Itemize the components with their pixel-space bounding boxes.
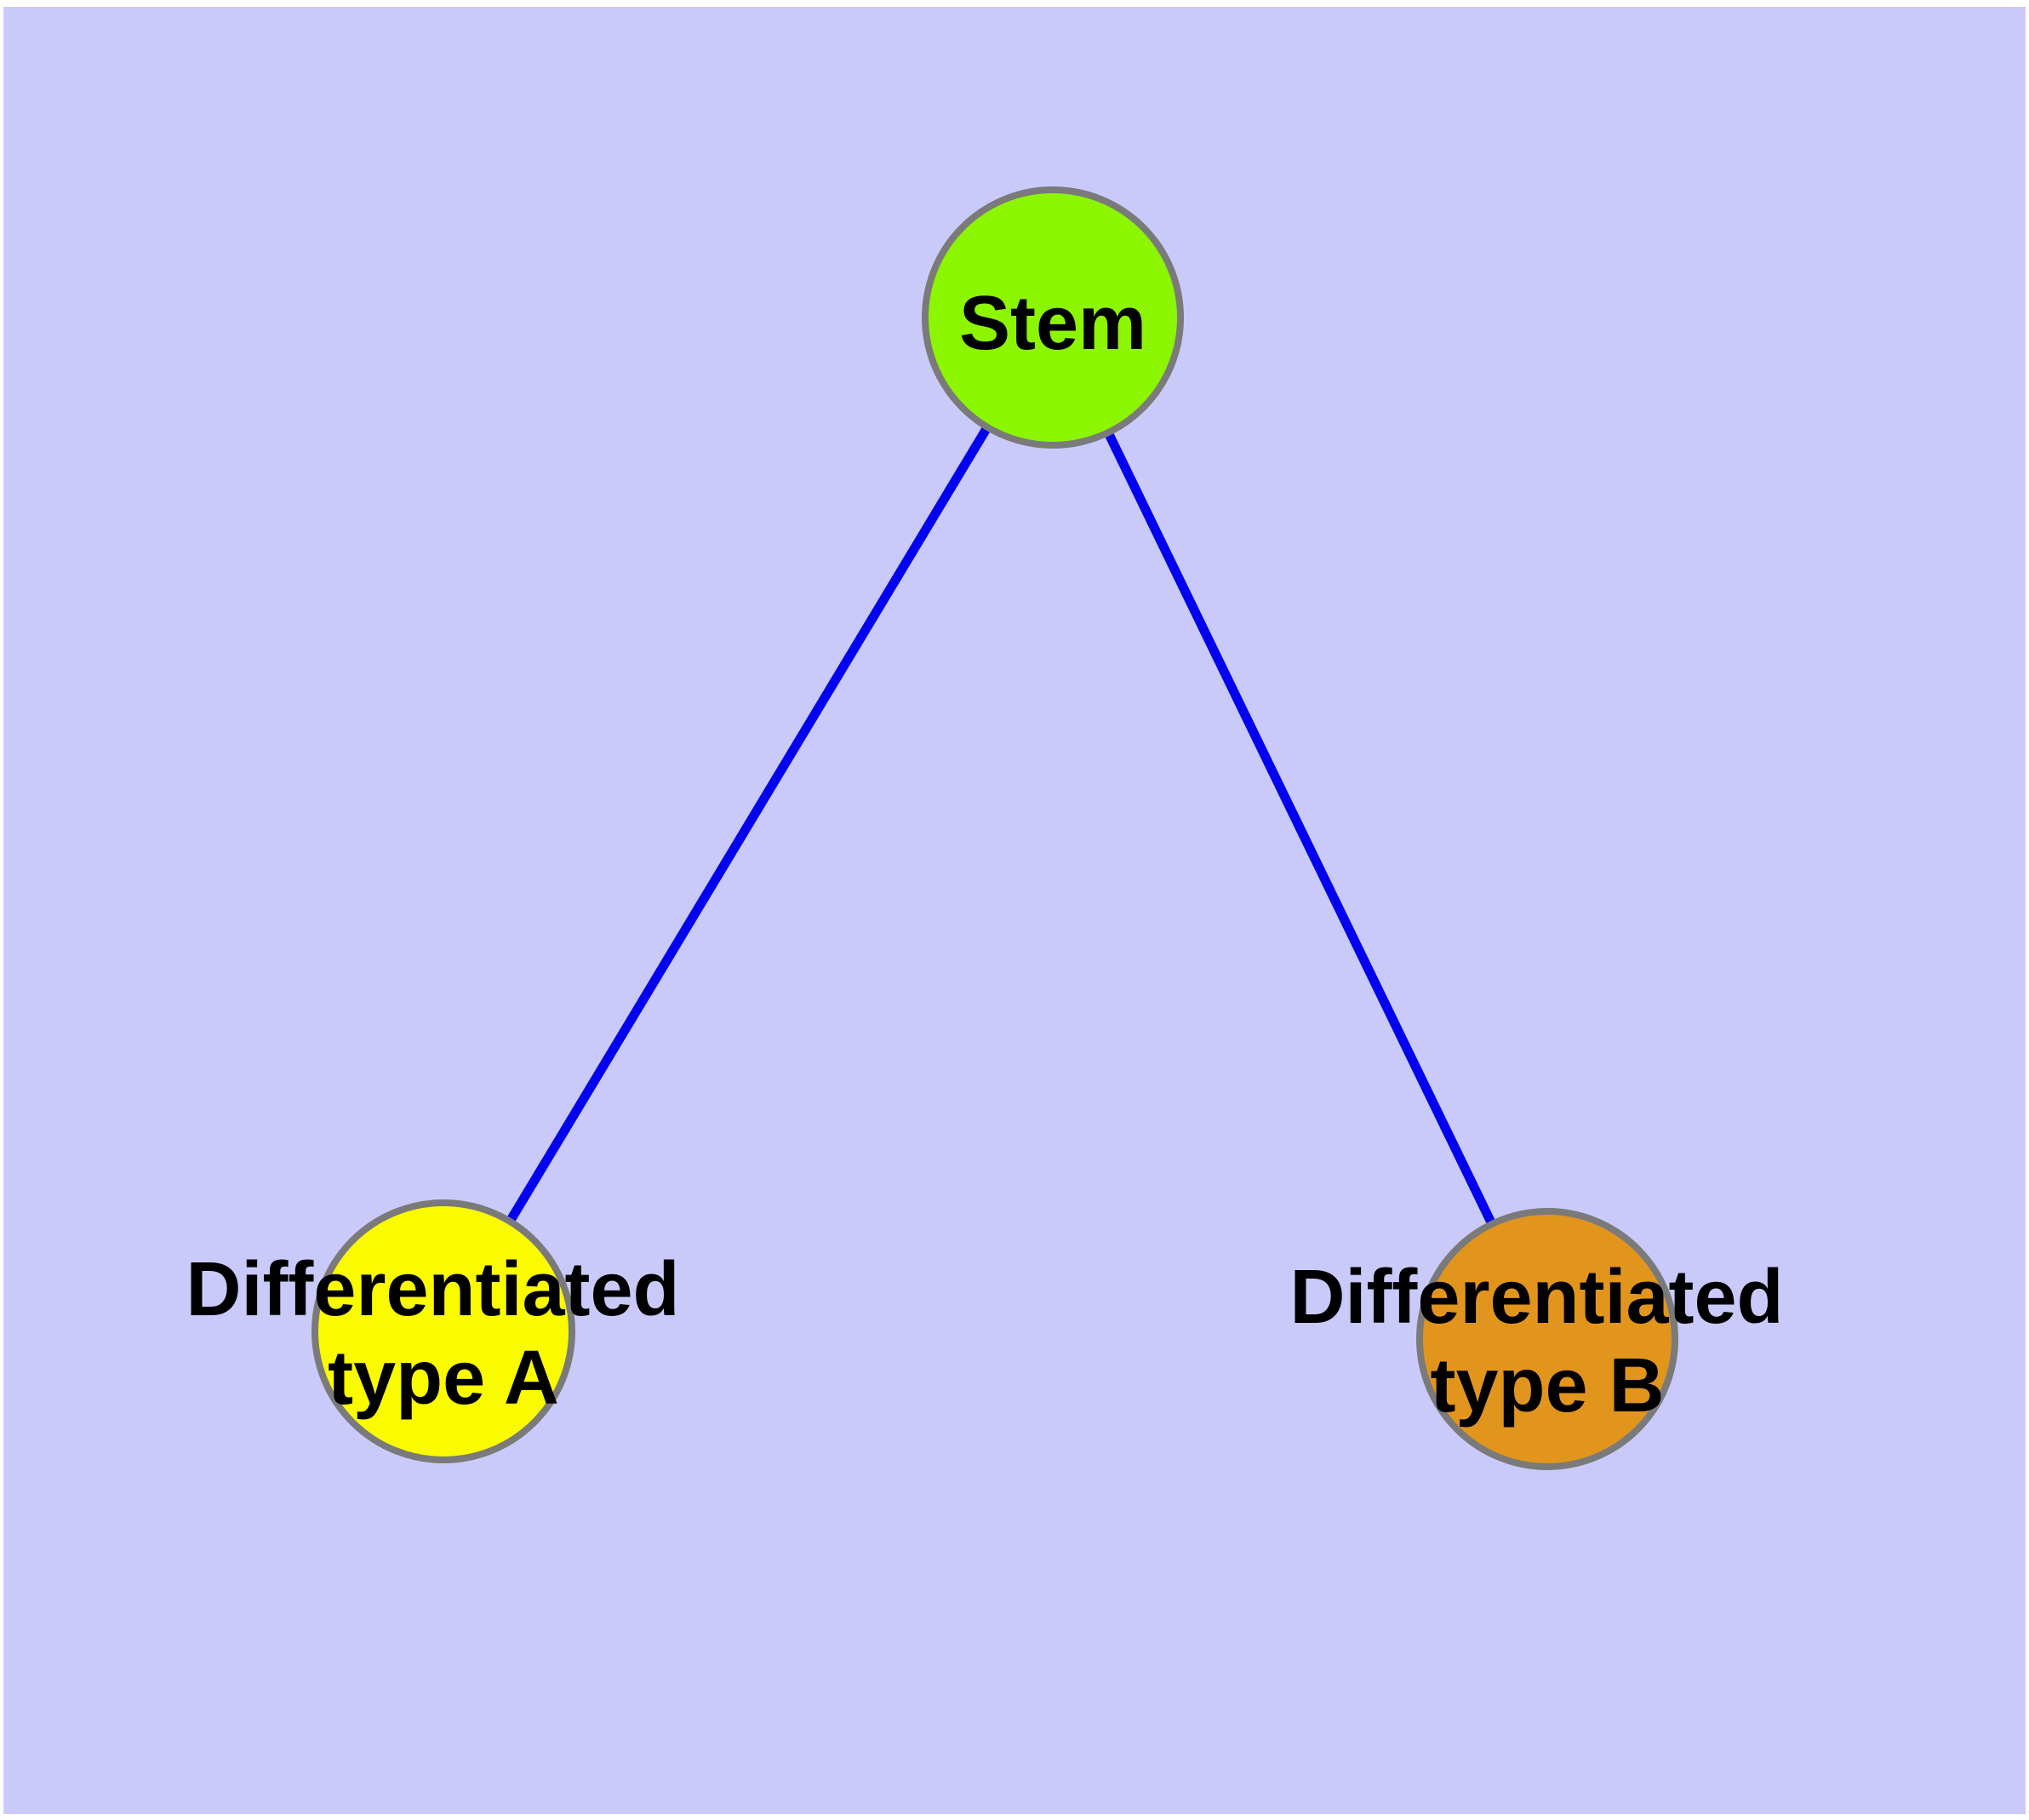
node-type-b [1416,1208,1678,1470]
node-type-a-label-line1: Differentiated [186,1247,679,1332]
edge-stem-to-type-b [1104,430,1496,1227]
node-stem [922,186,1184,449]
node-type-b-label-line1: Differentiated [1289,1255,1783,1340]
node-stem-label: Stem [959,281,1146,366]
edge-stem-to-type-a [506,425,992,1224]
node-type-a-label-line2: type A [328,1336,559,1421]
node-type-a-label: Differentiated type A [186,1247,700,1421]
node-type-b-label-line2: type B [1430,1343,1664,1428]
node-type-a [311,1199,575,1463]
node-type-b-label: Differentiated type B [1289,1255,1804,1428]
